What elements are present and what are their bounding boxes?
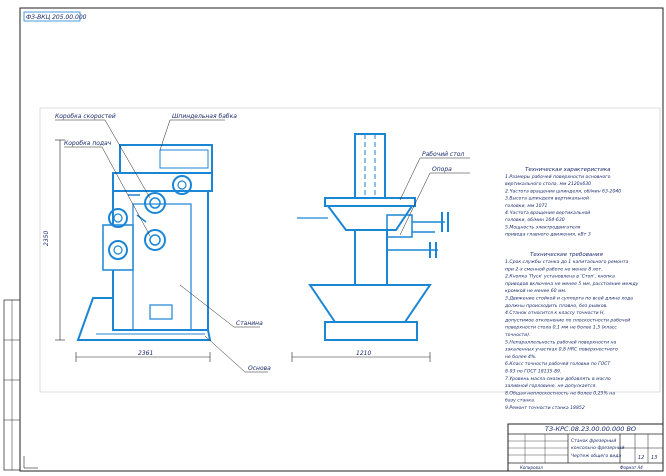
handwheel-top [172, 175, 192, 195]
tech-requirements-line: 3.Движение стойкой и суппорта по всей дл… [505, 296, 633, 302]
side-dimensions: 1210 [291, 350, 431, 362]
tech-requirements-line: 7.Уровень масла смазки добавлять в масло [505, 376, 611, 382]
tech-requirements-line: 5.Непараллельность рабочей поверхности н… [505, 339, 617, 345]
side-column [354, 133, 386, 200]
callout-speed-box: Коробка скоростей [55, 113, 116, 120]
tech-requirements-line: допустимое отклонение по плоскостности р… [504, 317, 630, 323]
tech-requirements-line: должны происходить плавно, без рывков. [504, 303, 608, 309]
tech-specs-line: 2.Частота вращения шпинделя, об/мин 63-2… [505, 188, 621, 194]
callout-base: Основа [248, 365, 271, 372]
title-block-name-1: Станок фрезерный [571, 438, 616, 444]
tech-requirements-line: поверхности стола 0,1 мм не более 1,5 (к… [505, 325, 617, 331]
tech-requirements-line: базу станка. [505, 398, 535, 404]
tech-requirements-title: Технические требования [530, 252, 603, 258]
tech-specs-line: 5.Мощность электродвигателя [505, 224, 581, 230]
callout-table: Рабочий стол [422, 151, 464, 158]
tech-requirements-line: приводов включена не менее 5 мм, расстоя… [505, 281, 639, 287]
front-height-dimension: 2350 [43, 231, 50, 246]
tech-specs-line: вертикального стола, мм 2120х630 [505, 181, 591, 187]
title-block: ТЗ-КРС.08.23.00.00.000 ВО Станок фрезерн… [507, 423, 664, 472]
tech-specs: Техническая характеристика 1.Размеры раб… [505, 167, 621, 238]
tech-specs-line: 3.Высота шпинделя вертикальной [505, 196, 589, 202]
tech-specs-line: привода главного движения, кВт 3 [505, 232, 591, 238]
top-left-stamp-frame [23, 11, 81, 22]
tech-requirements-line: заливной горловине, не допускается. [505, 383, 597, 389]
side-view-machine [297, 133, 449, 341]
axis-marker [23, 456, 38, 469]
tech-requirements-line: точности). [505, 332, 530, 338]
speed-box-wheel [144, 192, 166, 214]
title-block-sheet: 12 [638, 455, 644, 461]
feed-box-wheel [144, 229, 166, 251]
top-left-stamp: ФЗ-ВКЦ 205.00.000 [26, 14, 87, 21]
handwheel-left-lower [108, 240, 128, 260]
title-block-name-2: консольно-фрезерный [571, 445, 624, 451]
title-block-sheets: 13 [651, 455, 657, 461]
tech-specs-line: головки, об/мин 164-630 [505, 217, 565, 223]
tech-specs-line: 4.Частота вращения вертикальной [505, 210, 590, 216]
tech-specs-title: Техническая характеристика [525, 167, 611, 173]
front-callouts: Коробка скоростей Коробка подач Шпиндель… [55, 113, 271, 373]
spindle-head-block [119, 144, 213, 174]
title-block-name-3: Чертеж общего вида [571, 453, 621, 459]
callout-bed: Станина [236, 320, 263, 327]
callout-spindle-head: Шпиндельная бабка [172, 113, 237, 120]
sheet-frame [19, 7, 664, 472]
side-table [324, 197, 416, 207]
tech-requirements-line: 9.Ремонт точности станка 18852 [505, 405, 585, 411]
callout-support: Опора [432, 166, 452, 173]
front-width-dimension: 2361 [138, 350, 153, 357]
handwheel-left-upper [108, 208, 128, 228]
title-block-code: ТЗ-КРС.08.23.00.00.000 ВО [545, 425, 636, 433]
side-width-dimension: 1210 [356, 350, 371, 357]
side-support [354, 229, 388, 286]
drawing-area [39, 107, 661, 393]
tech-specs-line: головки, мм 1071 [505, 203, 548, 209]
tech-specs-line: 1.Размеры рабочей поверхности основного [505, 174, 611, 180]
title-block-copied: Копировал [520, 465, 543, 470]
callout-feed-box: Коробка подач [64, 140, 112, 147]
tech-requirements-line: 8-93 по ГОСТ 18135-89. [505, 369, 561, 375]
tech-requirements-line: 8.Общая неплоскостность не более 0,25% н… [505, 390, 615, 396]
tech-requirements: Технические требования 1.Срок службы ста… [504, 252, 639, 411]
side-callouts: Рабочий стол Опора [399, 151, 470, 236]
title-block-format: Формат A4 [620, 465, 643, 470]
front-view-machine [76, 144, 213, 341]
tech-requirements-line: 4.Станок относится к классу точности Н, [505, 310, 605, 316]
tech-requirements-line: не более 4%. [505, 354, 537, 360]
front-door [149, 304, 173, 320]
tech-requirements-line: 1.Срок службы станка до 1 капитального р… [505, 259, 629, 265]
side-base [308, 284, 432, 323]
tech-requirements-line: кромкой не менее 60 мм. [505, 288, 566, 294]
tech-requirements-line: закаленных участках 0,8 HRC поверхностно… [505, 347, 618, 353]
tech-requirements-line: при 2-х сменной работе не менее 8 лет. [505, 266, 603, 272]
tech-requirements-line: 2.Кнопка 'Пуск' установлена в 'Стоп', кн… [505, 274, 615, 280]
tech-requirements-line: 6.Класс точности рабочей головки по ГОСТ [505, 361, 611, 367]
front-dimensions: 2361 2350 [43, 139, 211, 362]
